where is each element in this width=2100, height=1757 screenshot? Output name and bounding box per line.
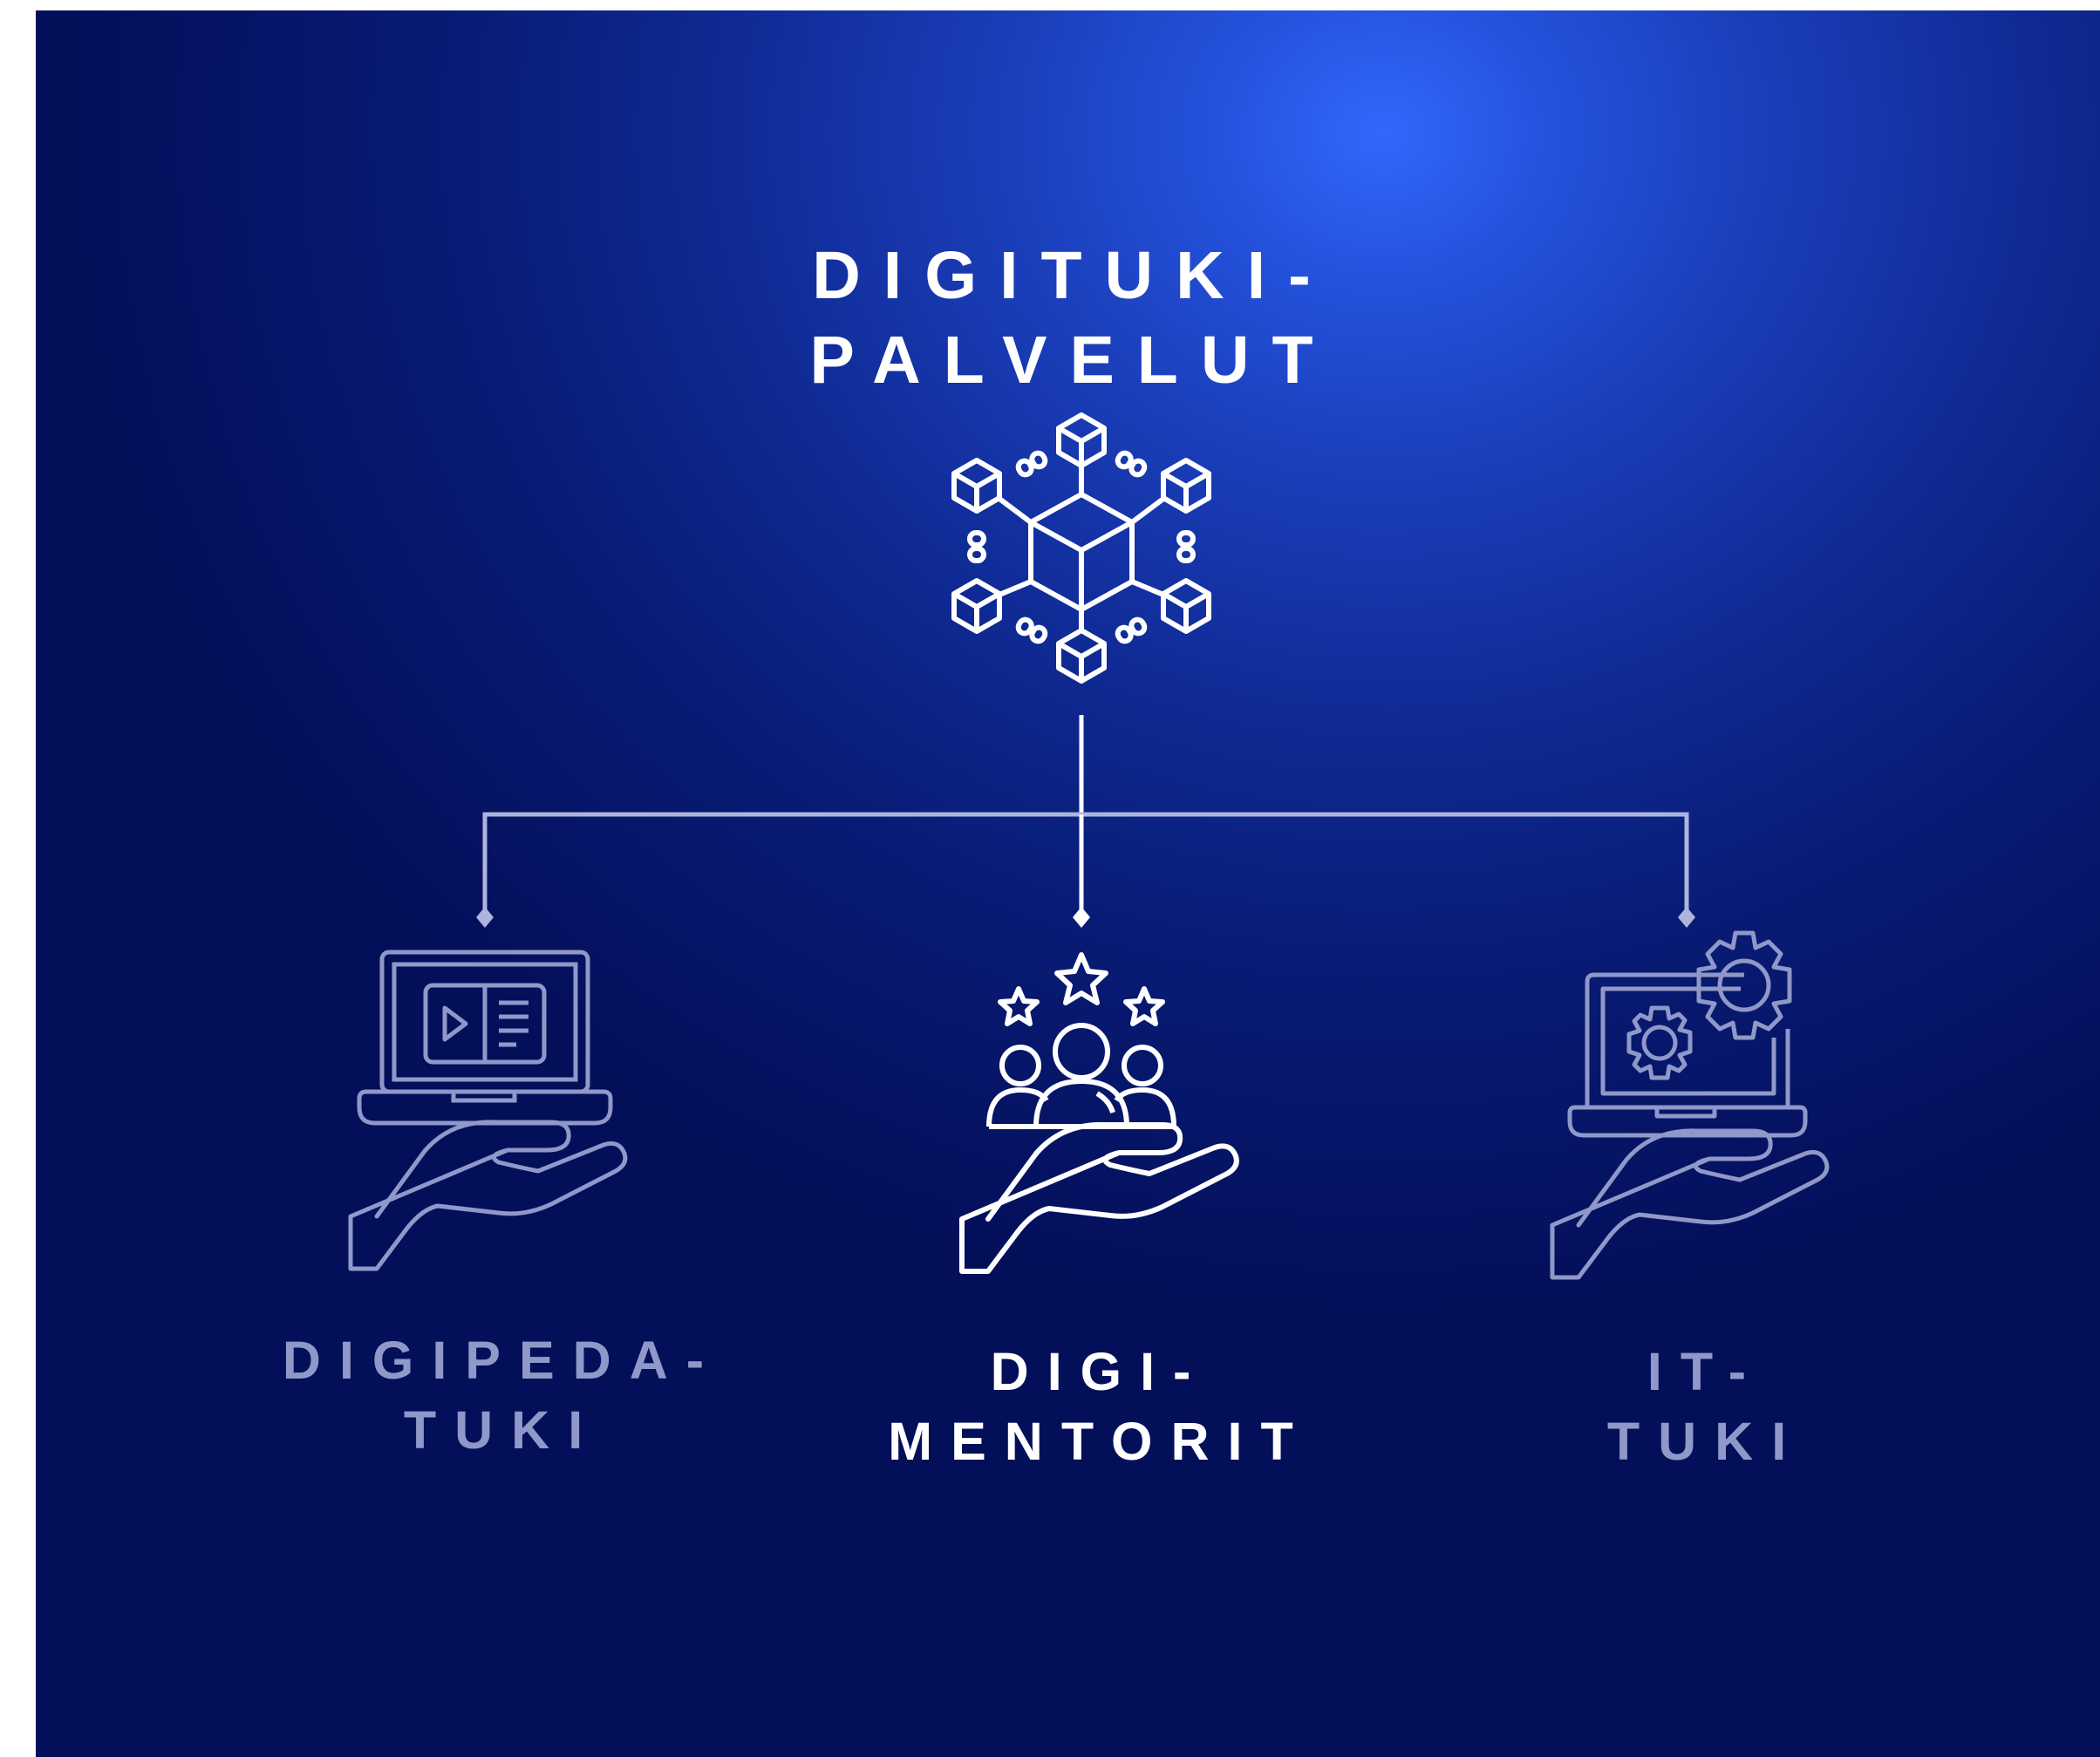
child-node-label-line2: TUKI xyxy=(403,1400,602,1460)
arrow-head-left xyxy=(476,907,494,928)
child-node-label-line2: TUKI xyxy=(1606,1412,1805,1471)
people-with-stars-in-hand-icon xyxy=(962,952,1237,1271)
branch-line xyxy=(482,812,1689,914)
child-node-label-line1: IT- xyxy=(1647,1342,1765,1401)
diagram-canvas xyxy=(36,10,2100,1757)
laptop-video-course-in-hand-icon xyxy=(351,950,625,1269)
arrow-head-middle xyxy=(1073,907,1090,928)
child-node-label-line1: DIGI- xyxy=(990,1342,1210,1401)
root-node-title: DIGITUKI- PALVELUT xyxy=(0,234,2100,403)
child-node-label-digimentorit: DIGI- MENTORIT xyxy=(820,1337,1361,1476)
arrow-heads xyxy=(476,907,1695,928)
arrow-head-right xyxy=(1678,907,1695,928)
laptop-gears-in-hand-icon xyxy=(1552,930,1827,1277)
child-node-label-it-tuki: IT- TUKI xyxy=(1426,1337,1967,1476)
root-node-title-line1: DIGITUKI- xyxy=(812,238,1333,313)
child-node-label-line2: MENTORIT xyxy=(888,1412,1312,1471)
child-node-label-digipeda: DIGIPEDA- TUKI xyxy=(222,1325,764,1465)
connector-lines xyxy=(482,715,1689,914)
blockchain-network-icon xyxy=(954,415,1209,681)
root-node-title-line2: PALVELUT xyxy=(809,323,1336,398)
child-node-label-line1: DIGIPEDA- xyxy=(282,1331,723,1390)
